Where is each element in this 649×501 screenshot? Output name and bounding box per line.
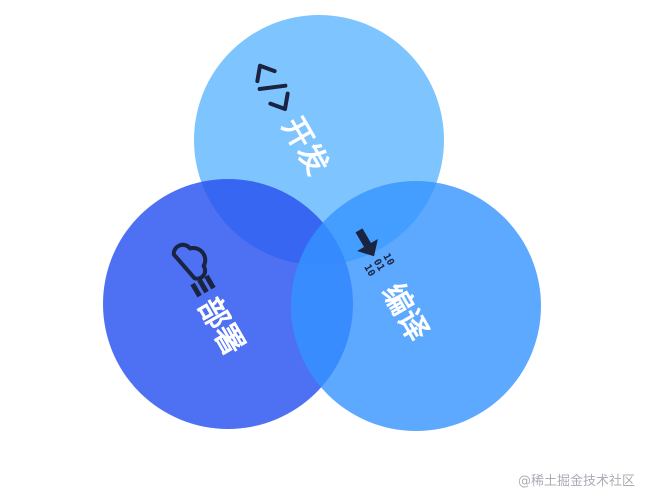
watermark-text: @稀土掘金技术社区 [517,474,635,489]
deploy-group: 部署 [171,242,251,361]
compile-circle [291,181,541,431]
code-brackets-icon [255,63,290,112]
binary-line-2: 01 [371,257,387,273]
deploy-circle [103,179,353,429]
binary-line-1: 10 [380,252,396,268]
cloud-server-icon [171,242,216,298]
binary-arrow-icon: 10 01 10 [355,228,396,279]
binary-line-3: 10 [361,263,377,279]
